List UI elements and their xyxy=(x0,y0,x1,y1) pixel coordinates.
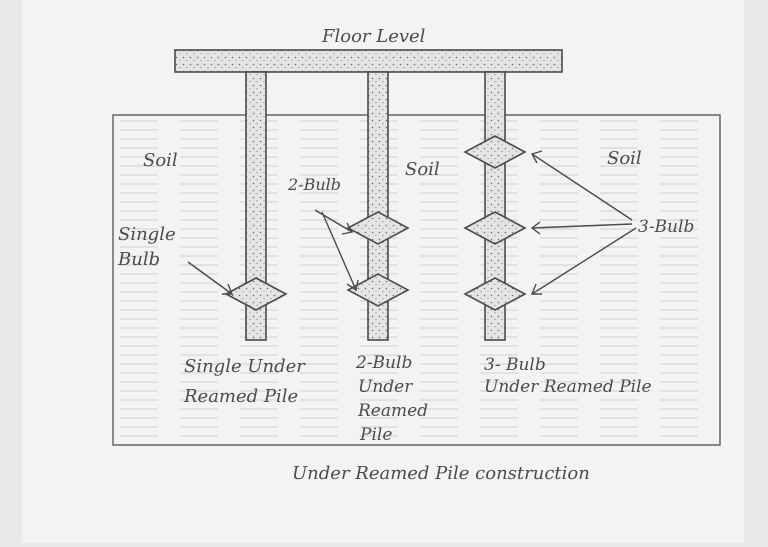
single-pile-caption-line-1: Single Under xyxy=(184,356,306,377)
single-bulb-callout-line-2: Bulb xyxy=(117,249,160,270)
soil-label-left: Soil xyxy=(143,150,178,171)
two-pile-caption-line-1: 2-Bulb xyxy=(355,353,412,373)
two-bulb-callout: 2-Bulb xyxy=(287,175,341,194)
soil-label-middle: Soil xyxy=(405,159,440,180)
three-bulb-pile xyxy=(463,71,527,341)
single-bulb-pile xyxy=(224,71,288,341)
three-pile-caption-line-2: Under Reamed Pile xyxy=(484,377,652,397)
pile-bulb xyxy=(346,211,410,245)
pile-bulb xyxy=(463,211,527,245)
callout-arrows xyxy=(187,150,637,295)
single-bulb-callout-line-1: Single xyxy=(118,224,176,245)
figure-caption: Under Reamed Pile construction xyxy=(292,463,590,484)
single-pile-caption-line-2: Reamed Pile xyxy=(183,386,298,407)
two-pile-caption-line-4: Pile xyxy=(359,425,392,445)
two-bulb-pile xyxy=(346,71,410,341)
three-pile-caption-line-1: 3- Bulb xyxy=(484,355,546,375)
floor-level-label: Floor Level xyxy=(321,26,426,47)
pile-bulb xyxy=(463,277,527,311)
two-pile-caption-line-3: Reamed xyxy=(357,401,428,421)
soil-block xyxy=(112,114,721,446)
two-pile-caption-line-2: Under xyxy=(358,377,413,397)
three-bulb-callout: 3-Bulb xyxy=(638,217,694,237)
pile-bulb xyxy=(346,273,410,307)
soil-label-right: Soil xyxy=(607,148,642,169)
floor-slab xyxy=(174,49,563,73)
pile-bulb xyxy=(463,135,527,169)
pile-bulb xyxy=(224,277,288,311)
